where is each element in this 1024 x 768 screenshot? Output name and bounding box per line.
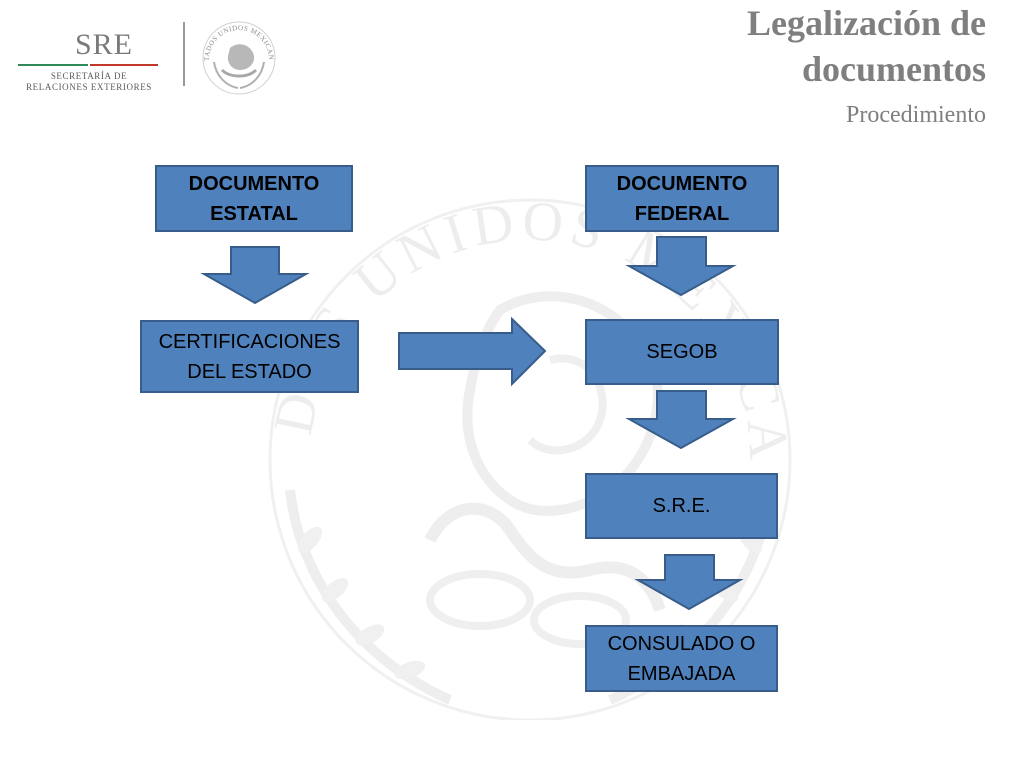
box-documento-estatal: DOCUMENTO ESTATAL (155, 165, 353, 232)
box-documento-federal-line2: FEDERAL (634, 202, 730, 225)
box-certificaciones-line2: DEL ESTADO (187, 360, 312, 383)
box-documento-estatal-line2: ESTATAL (210, 202, 298, 225)
box-consulado-line1: CONSULADO O (607, 632, 756, 655)
box-consulado-line2: EMBAJADA (627, 662, 736, 685)
page-title-line2: documentos (801, 49, 986, 89)
logo-green-rule (18, 64, 88, 66)
page-subtitle: Procedimiento (846, 102, 986, 128)
down-arrow-icon (625, 390, 737, 450)
box-documento-estatal-line1: DOCUMENTO (188, 172, 320, 195)
box-segob-label: SEGOB (646, 341, 718, 363)
box-certificaciones-del-estado: CERTIFICACIONES DEL ESTADO (140, 320, 359, 393)
box-certificaciones-line1: CERTIFICACIONES (158, 330, 341, 353)
page-title-line1: Legalización de (747, 3, 986, 43)
box-documento-federal: DOCUMENTO FEDERAL (585, 165, 779, 232)
box-documento-federal-line1: DOCUMENTO (616, 172, 748, 195)
page-title: Legalización de documentos (747, 0, 986, 92)
box-consulado-o-embajada: CONSULADO O EMBAJADA (585, 625, 778, 692)
sre-logo: SRE SECRETARÍA DE RELACIONES EXTERIORES … (14, 18, 294, 98)
sre-logo-mark: SRE (74, 28, 134, 61)
down-arrow-icon (200, 246, 310, 305)
logo-red-rule (90, 64, 158, 66)
right-arrow-icon (398, 316, 547, 387)
box-sre-label: S.R.E. (652, 495, 711, 517)
down-arrow-icon (634, 554, 744, 611)
box-sre: S.R.E. (585, 473, 778, 539)
logo-subtitle-line1: SECRETARÍA DE (50, 71, 128, 81)
down-arrow-icon (625, 236, 737, 297)
logo-subtitle-line2: RELACIONES EXTERIORES (26, 82, 152, 92)
box-segob: SEGOB (585, 319, 779, 385)
logo-divider (183, 22, 185, 86)
